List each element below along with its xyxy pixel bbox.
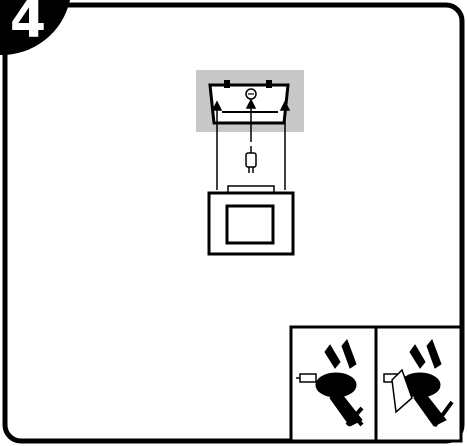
hand-with-cloth-allowed-icon xyxy=(383,339,454,428)
step-number: 4 xyxy=(9,0,47,50)
bulb-icon xyxy=(245,146,257,173)
downlight-fixture-icon xyxy=(207,185,295,256)
step-badge xyxy=(0,0,70,56)
bare-hand-not-allowed-icon xyxy=(296,339,364,427)
install-arrows xyxy=(211,98,291,190)
